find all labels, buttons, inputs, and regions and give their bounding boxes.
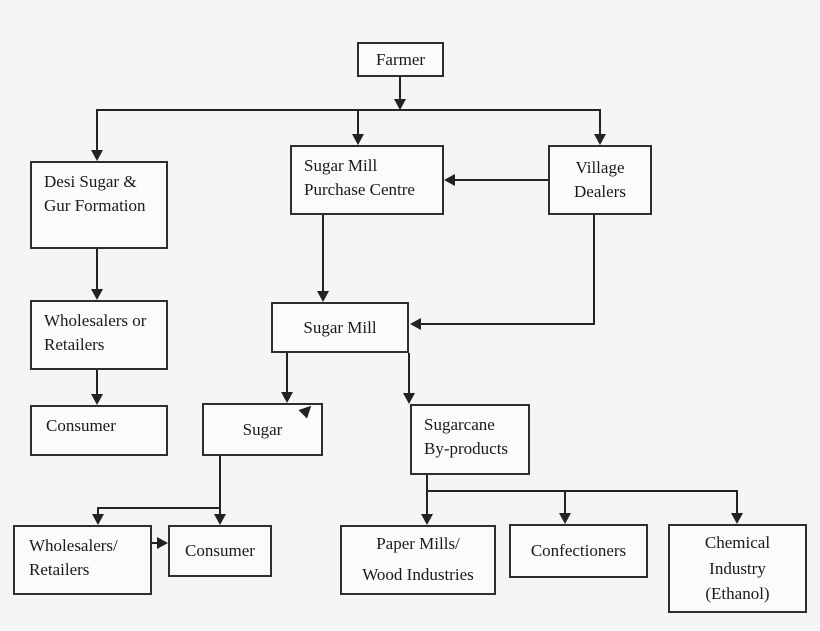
- arrowhead-sugar-mill-to-byproducts: [403, 393, 415, 404]
- arrowhead-to-desi: [91, 150, 103, 161]
- node-sugar-mill: Sugar Mill: [271, 302, 409, 353]
- node-confectioners: Confectioners: [509, 524, 648, 578]
- node-desi-sugar-gur-formation: Desi Sugar & Gur Formation: [30, 161, 168, 249]
- arrowhead-village-to-purchase-centre: [444, 174, 455, 186]
- node-label-line: Consumer: [185, 541, 255, 561]
- connector-branch-to-chemical: [736, 490, 738, 513]
- node-paper-mills-wood-industries: Paper Mills/ Wood Industries: [340, 525, 496, 595]
- node-label-line: By-products: [424, 438, 509, 458]
- connector-desi-to-wholesalers: [96, 249, 98, 290]
- connector-branch-to-paper-mills: [426, 490, 428, 514]
- node-label-line: Wood Industries: [362, 565, 474, 584]
- connector-sugar-mill-to-byproducts: [408, 353, 410, 394]
- node-label-line: Sugar Mill: [304, 156, 378, 175]
- connector-village-to-purchase-centre: [455, 179, 548, 181]
- connector-byproducts-branch-bar: [426, 490, 738, 492]
- node-label-line: Retailers: [29, 559, 90, 579]
- node-label-line: Purchase Centre: [304, 179, 415, 199]
- connector-sugar-down: [219, 456, 221, 515]
- arrowhead-wholesalers-to-consumer: [91, 394, 103, 405]
- arrowhead-farmer-down: [394, 99, 406, 110]
- node-farmer: Farmer: [357, 42, 444, 77]
- node-label-line: Chemical: [704, 533, 771, 553]
- node-label-line: Wholesalers/: [29, 536, 118, 555]
- node-label-line: Desi Sugar &: [44, 172, 137, 191]
- connector-branch-to-desi: [96, 109, 98, 151]
- node-label-line: Sugar Mill: [303, 317, 377, 337]
- node-label-line: Sugar: [242, 419, 283, 439]
- connector-wholesalers-to-consumer-bottom: [152, 542, 159, 544]
- node-label-line: Industry: [709, 558, 766, 578]
- connector-sugar-mill-to-sugar: [286, 353, 288, 393]
- node-label-line: Consumer: [46, 416, 116, 435]
- connector-byproducts-down: [426, 475, 428, 492]
- arrowhead-to-village-dealers: [594, 134, 606, 145]
- node-sugarcane-byproducts: Sugarcane By-products: [410, 404, 530, 475]
- node-chemical-industry-ethanol: Chemical Industry (Ethanol): [668, 524, 807, 613]
- connector-wholesalers-to-consumer: [96, 370, 98, 395]
- node-label-line: Retailers: [44, 334, 105, 354]
- arrowhead-wholesalers-to-consumer-bottom: [157, 537, 168, 549]
- node-label-line: Dealers: [574, 182, 626, 201]
- arrowhead-to-paper-mills: [421, 514, 433, 525]
- arrowhead-sugar-mill-to-sugar: [281, 392, 293, 403]
- node-sugar: Sugar: [202, 403, 323, 456]
- node-label-line: Village: [575, 158, 625, 178]
- arrowhead-village-dealers-to-sugar-mill: [410, 318, 421, 330]
- connector-village-dealers-left: [421, 323, 595, 325]
- connector-branch-to-wholesalers-bottom: [97, 507, 99, 515]
- arrowhead-to-confectioners: [559, 513, 571, 524]
- arrowhead-to-purchase-centre: [352, 134, 364, 145]
- arrowhead-purchase-centre-to-sugar-mill: [317, 291, 329, 302]
- arrowhead-desi-to-wholesalers: [91, 289, 103, 300]
- connector-branch-to-confectioners: [564, 490, 566, 513]
- node-wholesalers-or-retailers: Wholesalers or Retailers: [30, 300, 168, 370]
- arrowhead-to-consumer-bottom: [214, 514, 226, 525]
- connector-farmer-down: [399, 77, 401, 101]
- node-village-dealers: Village Dealers: [548, 145, 652, 215]
- arrowhead-to-chemical: [731, 513, 743, 524]
- connector-village-dealers-down: [593, 215, 595, 325]
- node-sugar-mill-purchase-centre: Sugar Mill Purchase Centre: [290, 145, 444, 215]
- arrowhead-to-wholesalers-bottom: [92, 514, 104, 525]
- node-consumer-left: Consumer: [30, 405, 168, 456]
- node-label-line: Sugarcane: [424, 415, 495, 434]
- node-label-line: Wholesalers or: [44, 311, 147, 330]
- node-label-line: (Ethanol): [705, 584, 770, 604]
- node-label-line: Farmer: [375, 49, 426, 69]
- connector-branch-to-purchase-centre: [357, 109, 359, 135]
- node-consumer-bottom: Consumer: [168, 525, 272, 577]
- node-label-line: Paper Mills/: [376, 534, 460, 554]
- node-label-line: Gur Formation: [44, 195, 146, 215]
- node-label-line: Confectioners: [530, 541, 627, 561]
- connector-purchase-centre-to-sugar-mill: [322, 215, 324, 292]
- connector-branch-to-village-dealers: [599, 109, 601, 135]
- connector-farmer-branch-bar: [96, 109, 601, 111]
- connector-sugar-branch-bar: [97, 507, 221, 509]
- node-wholesalers-retailers-bottom: Wholesalers/ Retailers: [13, 525, 152, 595]
